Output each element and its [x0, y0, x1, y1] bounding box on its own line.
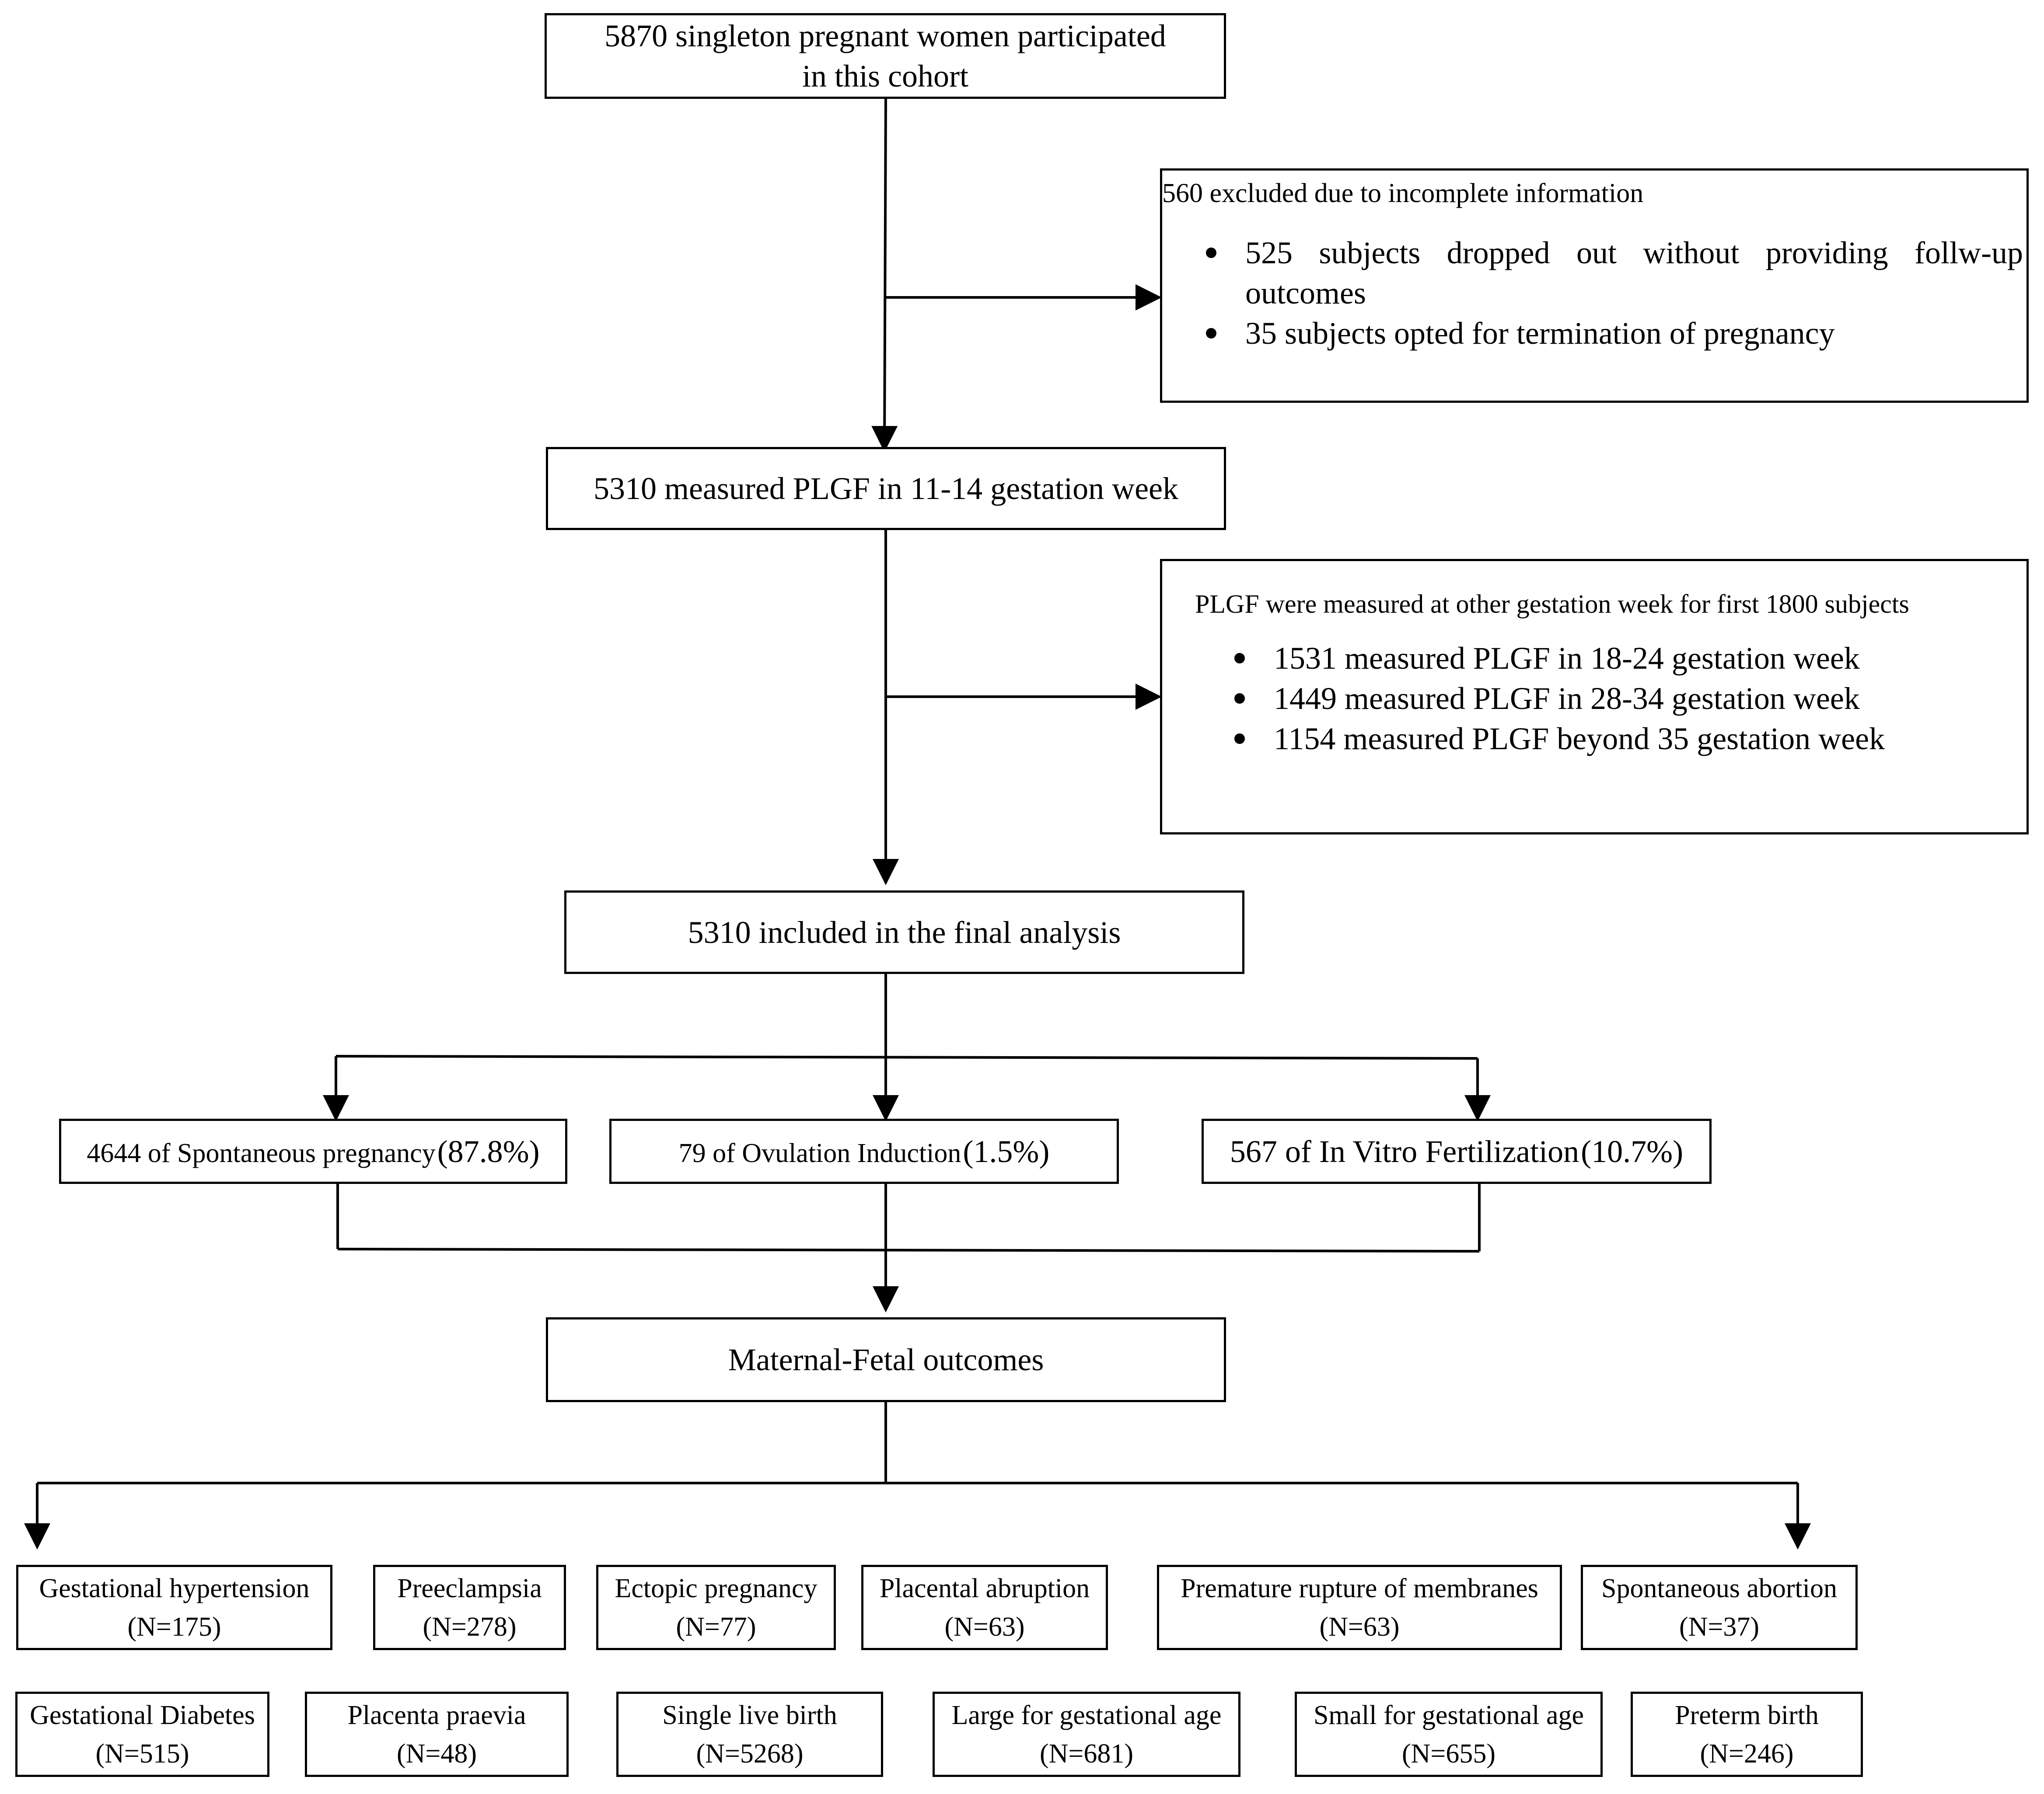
other-weeks-item-35: 1154 measured PLGF beyond 35 gestation w… — [1234, 719, 2027, 759]
outcome-count: (N=5268) — [696, 1738, 804, 1769]
connector-groups-top-bar — [335, 1055, 1478, 1060]
outcome-count: (N=175) — [127, 1612, 221, 1642]
group-ivf-box: 567 of In Vitro Fertilization (10.7%) — [1202, 1119, 1712, 1184]
outcome-name: Placenta praevia — [347, 1700, 526, 1730]
group-ovulation-box: 79 of Ovulation Induction (1.5%) — [609, 1119, 1119, 1184]
exclusion-item-dropout-cont: outcomes — [1245, 276, 1366, 311]
outcome-gestational-hypertension: Gestational hypertension (N=175) — [16, 1565, 332, 1650]
group-ovulation-label: 79 of Ovulation Induction — [678, 1138, 961, 1168]
group-ivf-label: 567 of In Vitro Fertilization — [1230, 1134, 1579, 1169]
exclusion-item-dropout: 525 subjects dropped out without providi… — [1206, 233, 2023, 273]
outcome-placental-abruption: Placental abruption (N=63) — [861, 1565, 1108, 1650]
measured-text: 5310 measured PLGF in 11-14 gestation we… — [593, 471, 1179, 506]
outcome-name: Ectopic pregnancy — [615, 1573, 818, 1603]
other-weeks-list: 1531 measured PLGF in 18-24 gestation we… — [1162, 638, 2027, 759]
exclusion-box: 560 excluded due to incomplete informati… — [1160, 168, 2029, 403]
group-ovulation-pct: (1.5%) — [963, 1134, 1050, 1169]
outcome-name: Small for gestational age — [1313, 1700, 1584, 1730]
outcome-small-for-gestational-age: Small for gestational age (N=655) — [1295, 1692, 1603, 1777]
outcome-name: Placental abruption — [879, 1573, 1090, 1603]
other-weeks-item-28-34: 1449 measured PLGF in 28-34 gestation we… — [1234, 678, 2027, 719]
outcome-count: (N=48) — [396, 1738, 477, 1769]
outcome-name: Gestational Diabetes — [30, 1700, 255, 1730]
outcome-count: (N=37) — [1679, 1612, 1760, 1642]
final-analysis-text: 5310 included in the final analysis — [688, 914, 1121, 950]
outcomes-title: Maternal-Fetal outcomes — [728, 1342, 1044, 1377]
outcome-premature-rupture: Premature rupture of membranes (N=63) — [1157, 1565, 1562, 1650]
final-analysis-box: 5310 included in the final analysis — [564, 890, 1244, 974]
outcome-name: Gestational hypertension — [39, 1573, 310, 1603]
outcome-count: (N=63) — [944, 1612, 1025, 1642]
exclusion-item-termination: 35 subjects opted for termination of pre… — [1206, 313, 2023, 353]
outcome-placenta-praevia: Placenta praevia (N=48) — [305, 1692, 569, 1777]
outcome-gestational-diabetes: Gestational Diabetes (N=515) — [15, 1692, 269, 1777]
outcome-count: (N=63) — [1319, 1612, 1400, 1642]
outcome-preterm-birth: Preterm birth (N=246) — [1631, 1692, 1863, 1777]
outcome-single-live-birth: Single live birth (N=5268) — [616, 1692, 883, 1777]
outcome-name: Premature rupture of membranes — [1181, 1573, 1538, 1603]
outcome-name: Preterm birth — [1675, 1700, 1819, 1730]
cohort-box: 5870 singleton pregnant women participat… — [545, 13, 1226, 99]
outcome-name: Large for gestational age — [951, 1700, 1222, 1730]
other-weeks-box: PLGF were measured at other gestation we… — [1160, 559, 2029, 834]
other-weeks-title: PLGF were measured at other gestation we… — [1195, 590, 1909, 618]
outcome-count: (N=655) — [1401, 1738, 1496, 1769]
group-ivf-pct: (10.7%) — [1581, 1134, 1684, 1169]
outcome-large-for-gestational-age: Large for gestational age (N=681) — [933, 1692, 1240, 1777]
connector-start-to-measured — [871, 98, 898, 452]
measured-box: 5310 measured PLGF in 11-14 gestation we… — [546, 447, 1226, 530]
group-spontaneous-label: 4644 of Spontaneous pregnancy — [87, 1138, 436, 1168]
cohort-text-line-2: in this cohort — [802, 59, 968, 94]
outcome-name: Preeclampsia — [397, 1573, 542, 1603]
exclusion-list: 525 subjects dropped out without providi… — [1162, 233, 2027, 353]
outcome-count: (N=278) — [423, 1612, 517, 1642]
outcome-name: Spontaneous abortion — [1601, 1573, 1837, 1603]
outcomes-title-box: Maternal-Fetal outcomes — [546, 1317, 1226, 1402]
group-spontaneous-box: 4644 of Spontaneous pregnancy (87.8%) — [59, 1119, 567, 1184]
outcome-count: (N=246) — [1700, 1738, 1794, 1769]
outcome-count: (N=515) — [95, 1738, 189, 1769]
outcome-spontaneous-abortion: Spontaneous abortion (N=37) — [1581, 1565, 1858, 1650]
outcome-ectopic-pregnancy: Ectopic pregnancy (N=77) — [596, 1565, 836, 1650]
outcome-name: Single live birth — [662, 1700, 837, 1730]
outcome-count: (N=77) — [676, 1612, 756, 1642]
outcome-count: (N=681) — [1039, 1738, 1134, 1769]
exclusion-title: 560 excluded due to incomplete informati… — [1162, 178, 1644, 208]
cohort-text-line-1: 5870 singleton pregnant women participat… — [604, 18, 1166, 53]
group-spontaneous-pct: (87.8%) — [437, 1134, 540, 1169]
other-weeks-item-18-24: 1531 measured PLGF in 18-24 gestation we… — [1234, 638, 2027, 678]
connector-groups-bottom-bar — [337, 1248, 1480, 1253]
outcome-preeclampsia: Preeclampsia (N=278) — [373, 1565, 566, 1650]
